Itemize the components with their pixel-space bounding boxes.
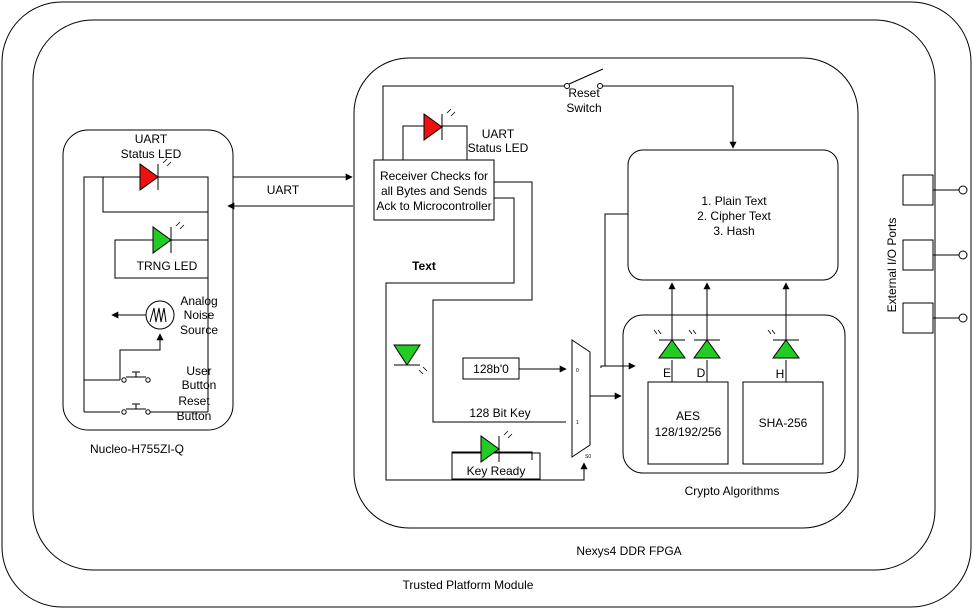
decrypt-led-label: D <box>697 366 706 380</box>
reset-switch-icon[interactable] <box>564 68 604 89</box>
reset-button-label-2: Button <box>177 409 212 423</box>
nucleo-uart-led-body <box>139 163 159 191</box>
trng-led-label: TRNG LED <box>137 259 198 273</box>
nucleo-uart-led-frame <box>102 176 209 213</box>
nucleo-uart-led-label-2: Status LED <box>121 147 182 161</box>
output-label-2: 2. Cipher Text <box>697 209 771 223</box>
encrypt-led-label: E <box>663 366 671 380</box>
port-connector-icons[interactable] <box>958 185 968 323</box>
inner-container <box>32 19 936 571</box>
text-led-body <box>393 344 421 366</box>
mux-input-0: 0 <box>576 368 579 374</box>
nucleo-label: Nucleo-H755ZI-Q <box>90 442 184 456</box>
receiver-label-2: all Bytes and Sends <box>381 184 487 198</box>
encrypt-led-icon <box>653 329 686 359</box>
nucleo-board <box>62 129 234 431</box>
text-led-icon <box>393 344 428 375</box>
key-128-label: 128 Bit Key <box>469 406 530 420</box>
trng-led-icon <box>152 221 185 254</box>
analog-label-2: Noise <box>184 308 215 322</box>
decrypt-led-icon <box>688 329 721 359</box>
const-128-label: 128b'0 <box>473 362 509 376</box>
trng-led-body <box>152 226 172 254</box>
key-ready-box <box>451 452 541 480</box>
hash-led-icon <box>767 329 800 359</box>
sha-label: SHA-256 <box>759 416 808 430</box>
fpga-uart-led-body <box>423 113 443 141</box>
crypto-algorithms-box <box>622 314 846 474</box>
user-button-label-1: User <box>186 364 211 378</box>
receiver-box <box>373 159 495 221</box>
reset-switch-label-1: Reset <box>568 86 600 100</box>
fpga-label: Nexys4 DDR FPGA <box>576 544 681 558</box>
aes-label-1: AES <box>676 409 700 423</box>
nucleo-wiring <box>83 176 209 413</box>
aes-label-2: 128/192/256 <box>655 425 722 439</box>
nucleo-uart-led-icon <box>139 158 172 191</box>
key-ready-label: Key Ready <box>467 464 526 478</box>
reset-switch-label-2: Switch <box>566 101 601 115</box>
mux-input-1: 1 <box>576 420 579 426</box>
tpm-label: Trusted Platform Module <box>403 578 534 592</box>
receiver-label-3: Ack to Microcontroller <box>376 199 491 213</box>
output-label-1: 1. Plain Text <box>701 194 767 208</box>
text-label: Text <box>412 259 436 273</box>
user-button-label-2: Button <box>182 378 217 392</box>
hash-led-label: H <box>776 367 785 381</box>
fpga-uart-led-icon <box>423 108 456 141</box>
encrypt-led-body <box>658 339 686 359</box>
reset-button-icon <box>121 403 151 415</box>
decrypt-led-body <box>693 339 721 359</box>
multiplexer-icon <box>571 339 591 458</box>
reset-button-label-1: Reset <box>178 394 210 408</box>
uart-link-label: UART <box>267 183 300 197</box>
hash-led-body <box>772 339 800 359</box>
nucleo-uart-led-label-1: UART <box>135 132 168 146</box>
fpga-uart-led-label-1: UART <box>482 127 515 141</box>
fpga-wiring <box>382 85 790 481</box>
sha-box <box>742 381 824 465</box>
fpga-uart-led-label-2: Status LED <box>468 141 529 155</box>
push-button-icon <box>121 371 151 383</box>
analog-label-1: Analog <box>180 294 217 308</box>
fpga-board <box>353 57 859 529</box>
noise-source-symbol <box>149 307 167 323</box>
aes-box <box>647 381 729 465</box>
mux-select: S0 <box>585 454 591 460</box>
output-label-3: 3. Hash <box>713 224 754 238</box>
crypto-label: Crypto Algorithms <box>685 484 780 498</box>
key-ready-led-icon <box>480 430 513 463</box>
output-box <box>627 149 839 281</box>
external-io-label: External I/O Ports <box>885 218 899 313</box>
key-ready-led-body <box>480 435 500 463</box>
analog-label-3: Source <box>180 323 218 337</box>
receiver-label-1: Receiver Checks for <box>380 169 488 183</box>
external-io-ports <box>902 174 959 334</box>
